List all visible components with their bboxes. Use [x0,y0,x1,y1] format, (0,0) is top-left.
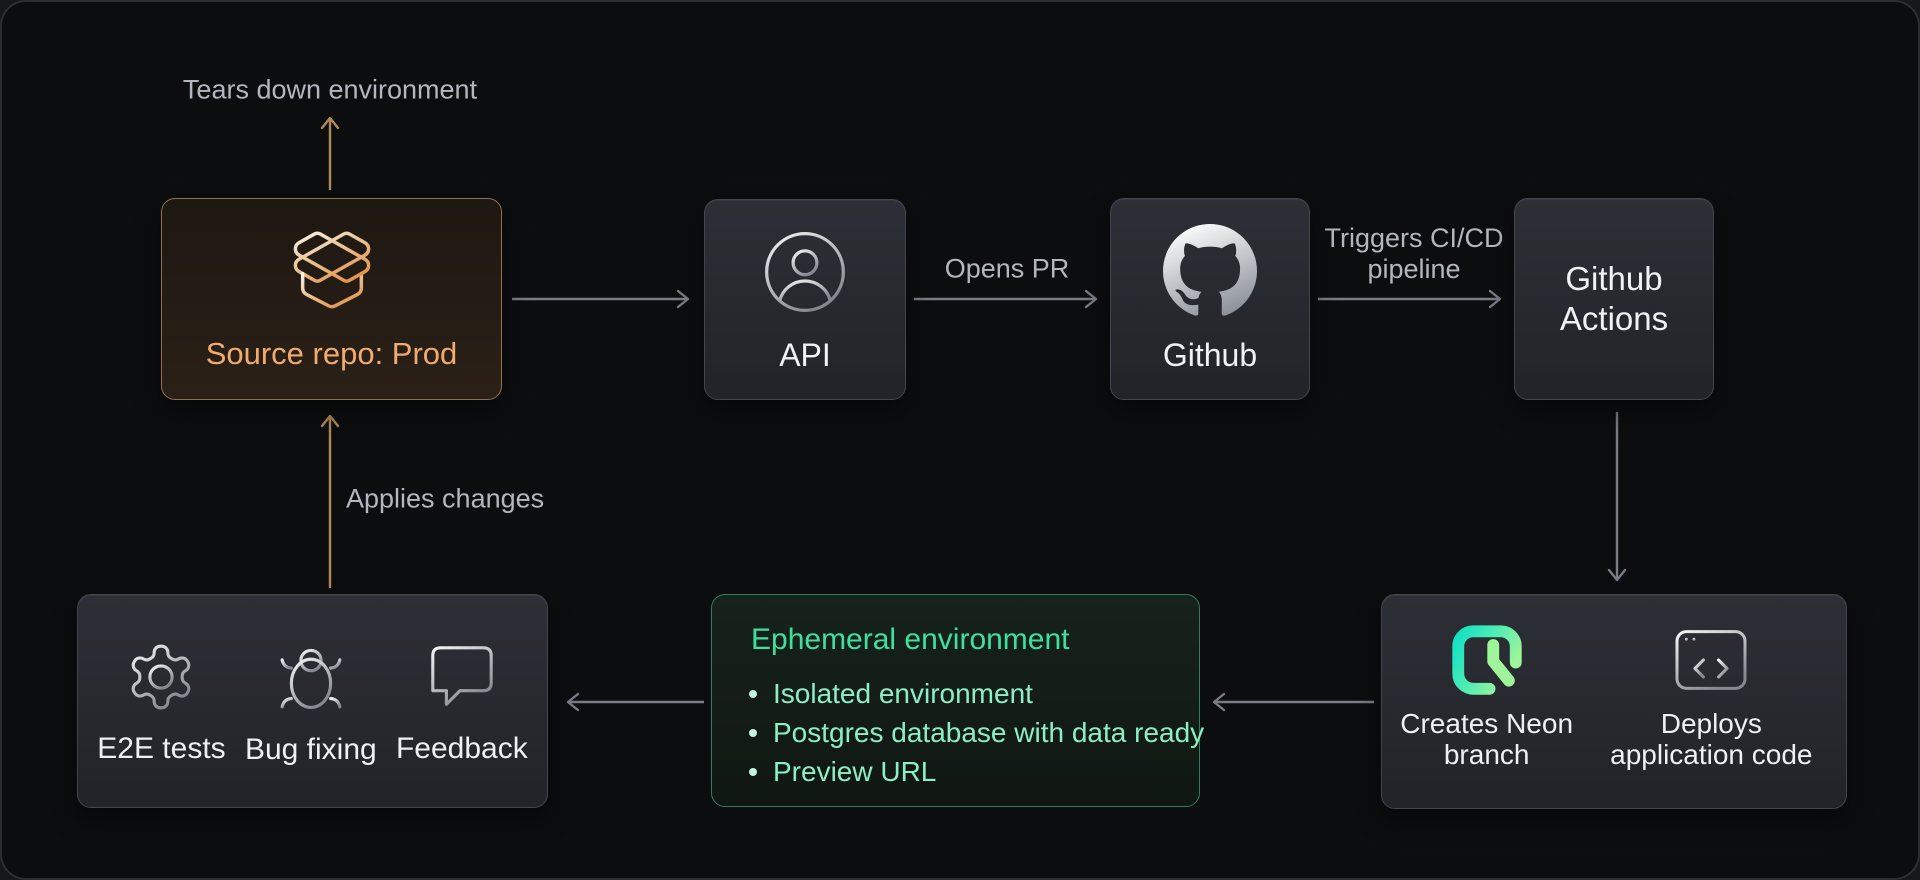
ephemeral-bullet: Preview URL [749,752,1199,791]
api-label: API [779,336,831,373]
node-neon-deploy: Creates Neon branch Deploys application … [1381,594,1847,809]
bullet-text: Preview URL [773,756,937,787]
ephemeral-bullet: Isolated environment [749,674,1199,713]
loop-item-e2e-tests: E2E tests [97,640,226,766]
bullet-text: Isolated environment [773,678,1033,709]
node-feedback-loop: E2E tests Bug fixing [77,594,548,808]
github-icon [1163,224,1257,323]
neon-item-creates-branch: Creates Neon branch [1397,625,1577,770]
bullet-text: Postgres database with data ready [773,717,1205,748]
neon-item-deploys-code: Deploys application code [1591,625,1831,770]
ephemeral-bullet-list: Isolated environment Postgres database w… [749,674,1204,791]
neon-logo-icon [1451,625,1522,695]
browser-code-icon [1671,625,1751,695]
tears-down-label: Tears down environment [182,74,478,105]
bug-fixing-label: Bug fixing [244,733,377,766]
feedback-label: Feedback [395,732,528,765]
creates-neon-branch-label: Creates Neon branch [1400,708,1574,770]
github-actions-label: Github Actions [1559,260,1669,337]
bug-icon [273,639,349,720]
opens-pr-label: Opens PR [944,253,1070,284]
triggers-cicd-label: Triggers CI/CD pipeline [1324,223,1504,284]
bullet-dot [749,728,757,737]
gear-icon [124,640,198,719]
user-circle-icon [759,226,851,323]
node-api: API [704,199,906,400]
e2e-tests-label: E2E tests [97,732,226,765]
node-source-repo: Source repo: Prod [161,198,502,400]
source-repo-label: Source repo: Prod [205,336,458,371]
deploys-application-code-label: Deploys application code [1610,708,1813,770]
bullet-dot [749,689,757,698]
bullet-dot [749,767,757,776]
loop-item-feedback: Feedback [396,640,528,766]
package-open-icon [288,226,376,319]
loop-item-bug-fixing: Bug fixing [245,639,377,767]
github-label: Github [1162,337,1258,373]
node-github-actions: Github Actions [1514,198,1714,400]
node-ephemeral-environment: Ephemeral environment Isolated environme… [711,594,1204,807]
chat-bubble-icon [423,640,501,719]
node-github: Github [1110,198,1310,400]
ephemeral-title: Ephemeral environment [751,623,1070,656]
ephemeral-bullet: Postgres database with data ready [749,713,1204,752]
applies-changes-label: Applies changes [346,483,545,514]
